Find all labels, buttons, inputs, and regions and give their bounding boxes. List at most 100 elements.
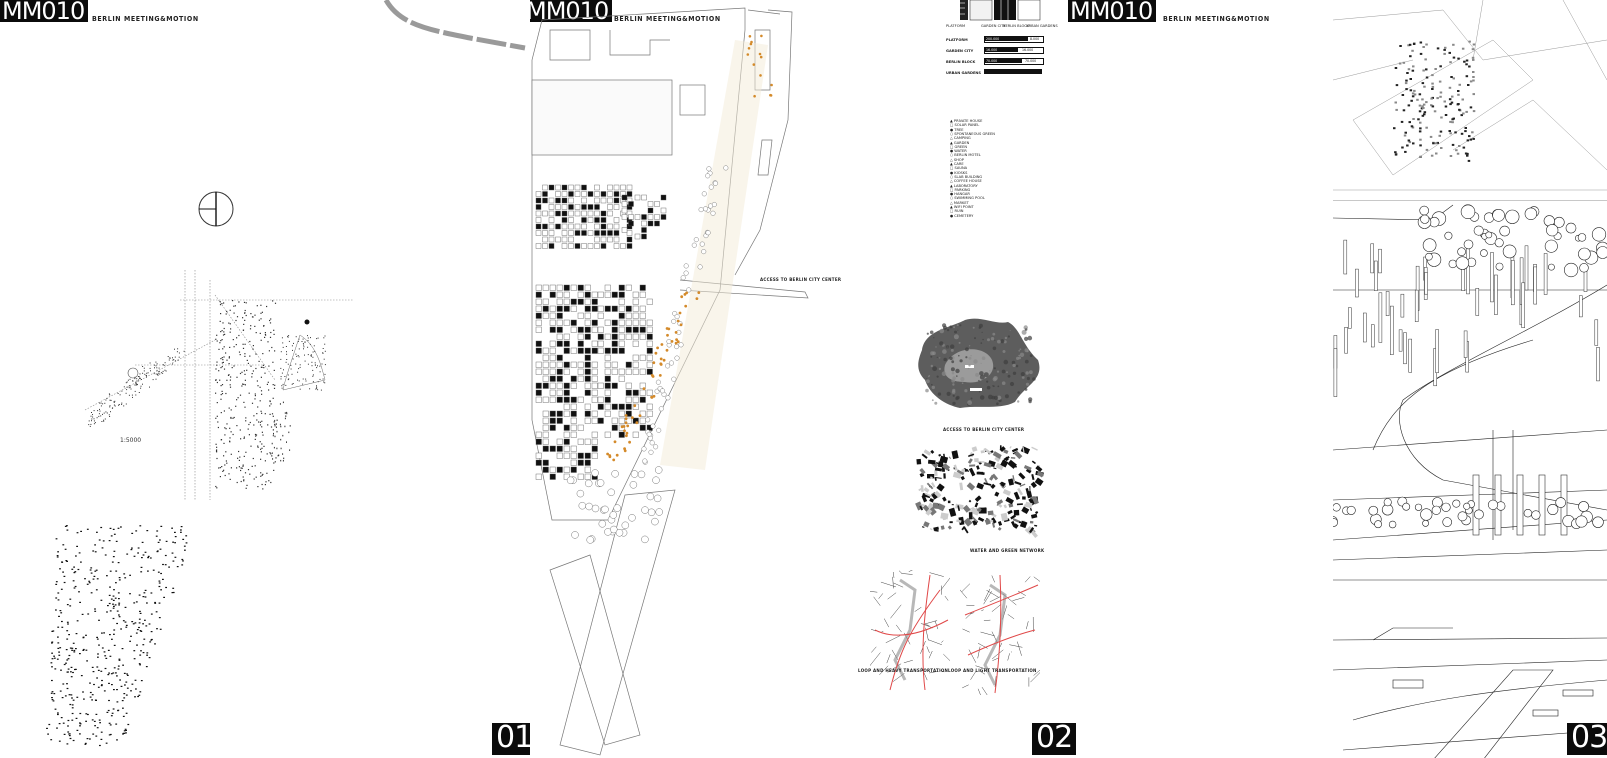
legend-label: RUIN — [954, 209, 964, 214]
legend-item: ○ BERLIN MOTEL — [950, 153, 981, 157]
legend-item: ○ SLAB BUILDING — [950, 175, 982, 179]
legend-item: △ CAMPING — [950, 136, 971, 140]
legend-symbol-icon: □ — [950, 123, 955, 128]
bar-value: 70.000 — [986, 59, 998, 63]
site-plan-drawing — [84, 270, 353, 500]
bar-label: GARDEN CITY — [946, 49, 974, 53]
legend-item: ▲ PRIVATE HOUSE — [950, 119, 982, 123]
legend-item: ● KIOSKS — [950, 171, 967, 175]
legend-label: BERLIN MOTEL — [954, 153, 981, 158]
legend-symbol-icon: ● — [950, 213, 955, 218]
legend-label: SOLAR PANEL — [954, 123, 980, 128]
mm010-logo: MM010 — [0, 0, 89, 23]
aerial-sketch — [1333, 0, 1607, 191]
legend-label: SAUNA — [954, 166, 968, 171]
project-subtitle: BERLIN MEETING&MOTION — [614, 15, 721, 23]
legend-label: SPONTANEOUS GREEN — [954, 131, 995, 136]
legend-label: CARE — [953, 162, 964, 166]
legend-symbol-icon: ▲ — [950, 119, 954, 123]
legend-label: GREEN — [954, 144, 968, 149]
legend-label: KIOSKS — [954, 170, 968, 175]
legend-item: ▲ CARE — [950, 162, 964, 166]
map-caption: ACCESS TO BERLIN CITY CENTER — [943, 427, 1025, 432]
legend-item: △ COFFEE HOUSE — [950, 179, 982, 183]
typology-thumbnails — [960, 0, 1041, 21]
legend-label: SLAB BUILDING — [954, 174, 983, 179]
legend-label: SHOP — [953, 157, 964, 162]
berlin-map-access — [918, 318, 1040, 408]
bar-value: 70.000 — [1025, 59, 1037, 63]
panel-3 — [960, 0, 1060, 758]
bar-value: 16.000 — [986, 48, 998, 52]
transport-map-light — [960, 575, 1040, 695]
panel-1: MM010 BERLIN MEETING&MOTION 1:5000 01 — [0, 0, 530, 758]
legend-item: △ MARKET — [950, 201, 969, 205]
river-line — [383, 0, 526, 51]
area-bar-fill — [984, 36, 1028, 41]
legend-symbol-icon: ▲ — [950, 205, 954, 209]
thumb-label: BERLIN BLOCK — [1003, 24, 1030, 28]
page-number: 03 — [1567, 723, 1607, 755]
thumb-label: GARDEN CITY — [981, 24, 1006, 28]
transport-map-heavy — [870, 570, 950, 691]
berlin-map-water-green — [915, 445, 1045, 538]
legend-symbol-icon: ● — [950, 149, 955, 154]
page-number: 02 — [1032, 723, 1077, 755]
legend-label: CEMETERY — [954, 213, 974, 218]
legend-label: WATER — [954, 149, 967, 154]
project-subtitle: BERLIN MEETING&MOTION — [92, 15, 199, 23]
legend-symbol-icon: △ — [950, 157, 954, 162]
legend-item: ▲ WIFI POINT — [950, 205, 974, 209]
legend-item: ● WATER — [950, 149, 967, 153]
legend-label: WIFI POINT — [953, 205, 974, 209]
legend-symbol-icon: △ — [950, 179, 954, 184]
legend-symbol-icon: ○ — [950, 153, 955, 158]
legend-symbol-icon: □ — [950, 187, 955, 192]
access-label: ACCESS TO BERLIN CITY CENTER — [760, 277, 842, 282]
legend-label: CAMPING — [953, 136, 971, 141]
legend-symbol-icon: △ — [950, 136, 954, 141]
mm010-logo: MM010 — [1068, 0, 1157, 23]
legend-label: SWIMMING POOL — [954, 196, 985, 201]
legend-item: □ RUIN — [950, 209, 963, 213]
bar-value: 200.000 — [986, 37, 1000, 41]
bar-value: 16.000 — [1022, 48, 1034, 52]
legend-label: GARDEN — [953, 140, 970, 145]
legend-symbol-icon: ○ — [950, 196, 955, 201]
map-caption: LOOP AND HEAVY TRANSPORTATION — [858, 668, 949, 673]
map-caption: WATER AND GREEN NETWORK — [970, 548, 1045, 553]
settlement-dots-drawing — [46, 525, 188, 747]
legend-symbol-icon: ○ — [950, 174, 955, 179]
area-bar-fill — [984, 69, 1042, 74]
master-plan-drawing — [531, 7, 809, 756]
legend-symbol-icon: ▲ — [950, 162, 954, 166]
legend-symbol-icon: □ — [950, 144, 955, 149]
legend-label: HANGAR — [954, 192, 970, 197]
page-number: 01 — [492, 723, 530, 755]
legend-symbol-icon: ○ — [950, 131, 955, 136]
legend-symbol-icon: ▲ — [950, 140, 954, 145]
map-caption: LOOP AND LIGHT TRANSPORTATION — [948, 668, 1037, 673]
perspective-render-ground — [1333, 627, 1607, 758]
legend-symbol-icon: □ — [950, 209, 955, 214]
area-bar-fill — [984, 47, 1018, 52]
thumb-label: URBAN GARDENS — [1026, 24, 1058, 28]
thumb-label: PLATFORM — [946, 24, 966, 28]
legend-symbol-icon: ▲ — [950, 183, 954, 188]
legend-item: ○ SWIMMING POOL — [950, 196, 985, 200]
legend-symbol-icon: ● — [950, 170, 955, 175]
legend-item: ▲ LABORATORY — [950, 184, 978, 188]
north-arrow-icon — [198, 191, 234, 227]
scale-label: 1:5000 — [120, 437, 142, 444]
legend-symbol-icon: ● — [950, 127, 955, 132]
legend-item: □ SAUNA — [950, 166, 967, 170]
project-subtitle: BERLIN MEETING&MOTION — [1163, 15, 1270, 23]
legend-symbol-icon: △ — [950, 200, 954, 205]
legend-item: ● HANGAR — [950, 192, 970, 196]
legend-item: ▲ GARDEN — [950, 141, 969, 145]
legend-label: LABORATORY — [953, 183, 978, 188]
bar-label: URBAN GARDENS — [946, 71, 981, 75]
legend-label: PRIVATE HOUSE — [953, 119, 983, 123]
legend-item: ● CEMETERY — [950, 214, 973, 218]
legend-label: PARKING — [954, 187, 971, 192]
